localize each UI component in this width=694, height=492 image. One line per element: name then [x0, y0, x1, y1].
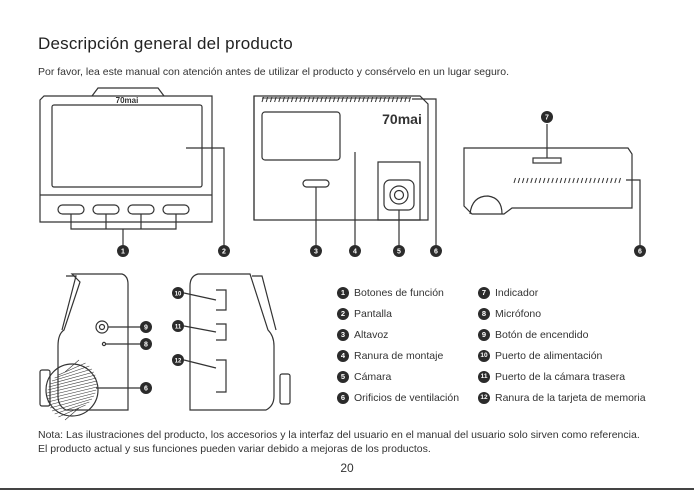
legend-item: 11 Puerto de la cámara trasera — [478, 366, 646, 387]
legend-label: Botones de función — [354, 286, 444, 299]
callout-6-side: 6 — [638, 249, 642, 256]
back-view — [253, 95, 437, 245]
callout-11: 11 — [175, 325, 182, 331]
side-view — [463, 124, 641, 245]
legend-label: Micrófono — [495, 307, 542, 320]
back-brand-logo: 70mai — [382, 111, 422, 127]
callout-3: 3 — [314, 249, 318, 256]
legend-badge: 8 — [478, 307, 490, 320]
callout-badges: 1 2 3 4 5 6 7 6 10 11 12 9 8 6 — [117, 111, 646, 394]
legend-label: Botón de encendido — [495, 328, 589, 341]
callout-5: 5 — [397, 249, 401, 256]
legend-label: Altavoz — [354, 328, 389, 341]
callout-7: 7 — [545, 115, 549, 122]
legend-badge: 2 — [337, 307, 349, 320]
callout-9: 9 — [144, 325, 148, 332]
legend-badge: 9 — [478, 328, 490, 341]
legend-column-1: 1 Botones de función 2 Pantalla 3 Altavoz 4… — [337, 282, 459, 408]
legend-item: 4 Ranura de montaje — [337, 345, 459, 366]
page-title: Descripción general del producto — [38, 34, 293, 53]
legend-label: Puerto de alimentación — [495, 349, 603, 362]
callout-1: 1 — [121, 249, 125, 256]
legend-label: Cámara — [354, 370, 392, 383]
legend-badge: 4 — [337, 349, 349, 362]
legend-badge: 6 — [337, 391, 349, 404]
legend-item: 7 Indicador — [478, 282, 646, 303]
bottom-rule — [0, 488, 694, 490]
legend-item: 9 Botón de encendido — [478, 324, 646, 345]
legend-item: 12 Ranura de la tarjeta de memoria — [478, 387, 646, 408]
legend-label: Puerto de la cámara trasera — [495, 370, 626, 383]
legend-label: Ranura de montaje — [354, 349, 444, 362]
callout-2: 2 — [222, 249, 226, 256]
legend-label: Ranura de la tarjeta de memoria — [495, 391, 646, 404]
callout-6-back: 6 — [434, 249, 438, 256]
legend-badge: 1 — [337, 286, 349, 299]
front-brand-logo: 70mai — [116, 96, 139, 105]
intro-text: Por favor, lea este manual con atención … — [38, 66, 510, 78]
callout-4: 4 — [353, 249, 357, 256]
legend-item: 2 Pantalla — [337, 303, 459, 324]
legend-item: 5 Cámara — [337, 366, 459, 387]
callout-10: 10 — [175, 292, 182, 298]
legend-label: Orificios de ventilación — [354, 391, 460, 404]
callout-6-left: 6 — [144, 386, 148, 393]
legend-item: 8 Micrófono — [478, 303, 646, 324]
legend-column-2: 7 Indicador 8 Micrófono 9 Botón de encendid… — [478, 282, 646, 408]
legend-item: 3 Altavoz — [337, 324, 459, 345]
legend-badge: 12 — [478, 391, 490, 404]
legend-badge: 10 — [478, 349, 490, 362]
legend-item: 10 Puerto de alimentación — [478, 345, 646, 366]
callout-8: 8 — [144, 342, 148, 349]
legend-label: Indicador — [495, 286, 539, 299]
legend-badge: 11 — [478, 370, 490, 383]
legend-item: 6 Orificios de ventilación — [337, 387, 459, 408]
product-diagram: 70mai 70mai 1 2 3 4 5 6 7 6 10 11 12 9 8… — [39, 87, 646, 421]
legend-badge: 5 — [337, 370, 349, 383]
page-number: 20 — [340, 461, 354, 475]
right-side-view — [183, 273, 291, 411]
legend-badge: 3 — [337, 328, 349, 341]
disclaimer-note: Nota: Las ilustraciones del producto, lo… — [38, 429, 640, 455]
legend-label: Pantalla — [354, 307, 392, 320]
legend-badge: 7 — [478, 286, 490, 299]
front-view — [39, 87, 225, 245]
callout-12: 12 — [175, 359, 182, 365]
left-side-view — [39, 273, 140, 417]
legend-item: 1 Botones de función — [337, 282, 459, 303]
